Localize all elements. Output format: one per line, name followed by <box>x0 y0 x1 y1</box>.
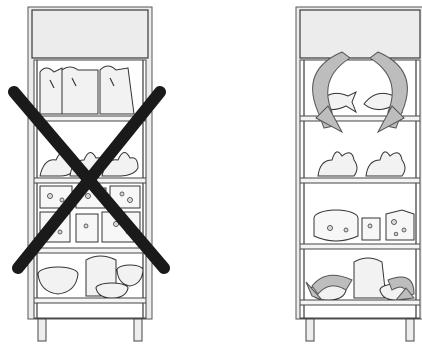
left-leg-back <box>134 319 142 341</box>
left-cabinet <box>14 7 164 341</box>
right-leg-front <box>306 319 314 341</box>
left-bagged-items <box>40 66 134 114</box>
right-cabinet <box>296 7 422 341</box>
left-leg-front <box>38 319 46 341</box>
right-leg-back <box>406 319 414 341</box>
